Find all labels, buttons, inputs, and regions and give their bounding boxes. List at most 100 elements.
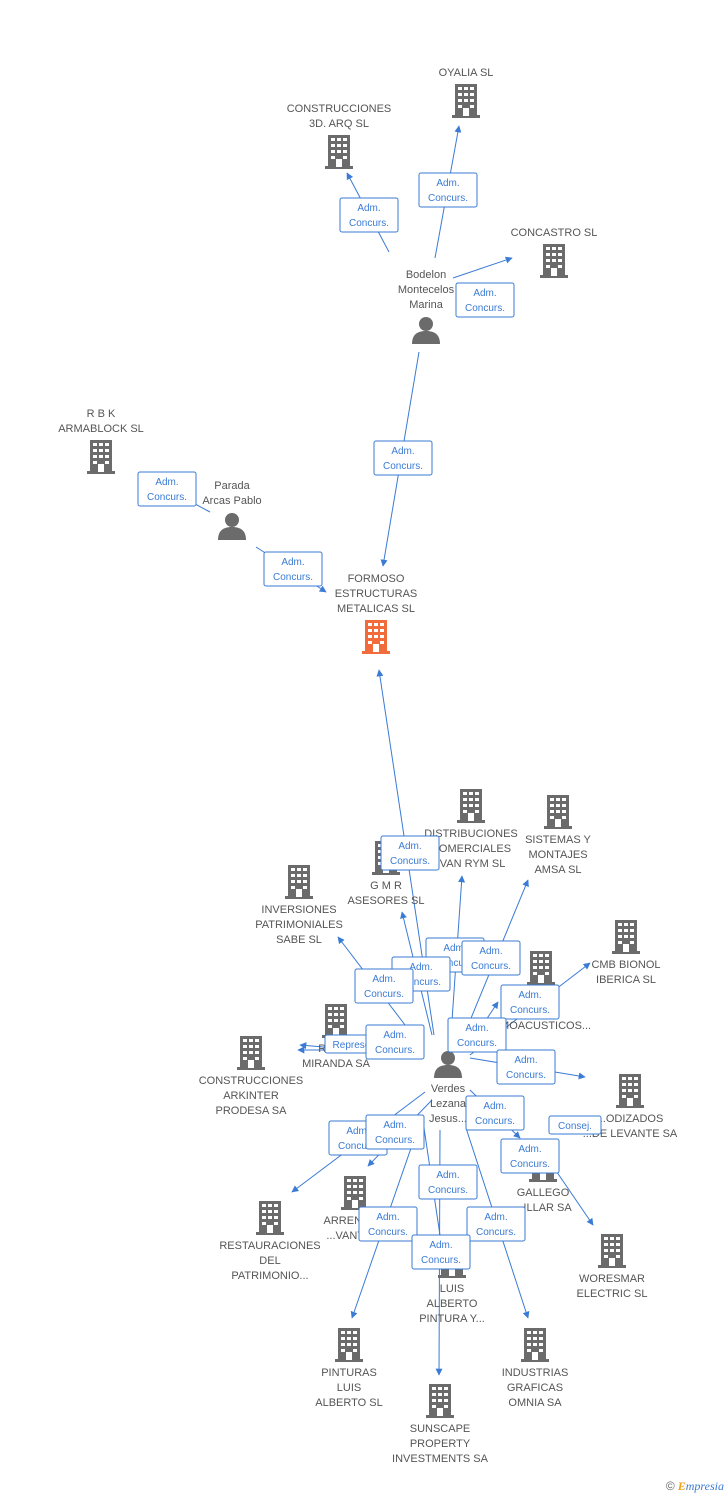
relation-text: Adm. bbox=[429, 1240, 452, 1251]
relation-label-adm[interactable]: Adm.Concurs. bbox=[354, 968, 414, 1004]
node-label: IBERICA SL bbox=[596, 974, 656, 986]
relation-label-adm[interactable]: Adm. Concurs. bbox=[137, 471, 197, 507]
relation-text: Concurs. bbox=[368, 1227, 408, 1238]
relation-label-adm[interactable]: Adm.Concurs. bbox=[365, 1114, 425, 1150]
relation-box bbox=[455, 282, 515, 318]
node-label: MONTAJES bbox=[528, 849, 587, 861]
relation-text: Consej. bbox=[558, 1121, 592, 1132]
node-label: DISTRIBUCIONES bbox=[424, 828, 518, 840]
node-label: OMNIA SA bbox=[508, 1397, 562, 1409]
edge-bodelon-concastro bbox=[452, 256, 513, 279]
building-icon bbox=[527, 951, 555, 985]
relation-labels-layer: Adm. Concurs. Adm. Concurs. Adm. Concurs. Adm.… bbox=[137, 172, 602, 1270]
node-concastro[interactable]: CONCASTRO SL bbox=[511, 227, 598, 278]
relation-box bbox=[373, 440, 433, 476]
node-label: Verdes bbox=[431, 1083, 466, 1095]
relation-label-adm[interactable]: Adm.Concurs. bbox=[418, 1164, 478, 1200]
relation-box bbox=[358, 1206, 418, 1242]
node-label: SABE SL bbox=[276, 934, 322, 946]
relation-label-adm[interactable]: Adm.Concurs. bbox=[373, 440, 433, 476]
node-label: ...DE LEVANTE SA bbox=[583, 1128, 678, 1140]
node-label: PATRIMONIALES bbox=[255, 919, 343, 931]
relation-box bbox=[418, 172, 478, 208]
node-restauraciones[interactable]: RESTAURACIONESDELPATRIMONIO... bbox=[219, 1201, 321, 1282]
empresia-watermark[interactable]: © Empresia bbox=[666, 1479, 724, 1494]
relation-label-adm[interactable]: Adm.Concurs. bbox=[465, 1095, 525, 1131]
node-verdes[interactable]: VerdesLezanaJesus... bbox=[429, 1051, 467, 1125]
relation-label-adm[interactable]: Adm.Concurs. bbox=[339, 197, 399, 233]
relation-label-adm[interactable]: Adm.Concurs. bbox=[461, 940, 521, 976]
relation-label-adm[interactable]: Adm.Concurs. bbox=[496, 1049, 556, 1085]
node-label: Arcas Pablo bbox=[202, 495, 261, 507]
node-label: GRAFICAS bbox=[507, 1382, 563, 1394]
relation-box bbox=[496, 1049, 556, 1085]
relation-text: Adm. bbox=[473, 288, 496, 299]
relation-box bbox=[365, 1114, 425, 1150]
relation-text: Concurs. bbox=[375, 1045, 415, 1056]
relation-box bbox=[548, 1115, 602, 1135]
node-label: OYALIA SL bbox=[439, 67, 494, 79]
node-label: AMSA SL bbox=[534, 864, 581, 876]
relation-label-adm[interactable]: Adm. Concurs. bbox=[358, 1206, 418, 1242]
relation-text: Adm. bbox=[518, 990, 541, 1001]
building-icon bbox=[341, 1176, 369, 1210]
relation-label-adm[interactable]: Adm.Concurs. bbox=[263, 551, 323, 587]
building-icon bbox=[457, 789, 485, 823]
relation-text: Concurs. bbox=[273, 572, 313, 583]
node-label: 3D. ARQ SL bbox=[309, 118, 369, 130]
relation-text: Concurs. bbox=[147, 492, 187, 503]
relation-label-adm[interactable]: Adm.Concurs. bbox=[411, 1234, 471, 1270]
node-label: IVAN RYM SL bbox=[437, 858, 506, 870]
node-label: ESTRUCTURAS bbox=[335, 588, 418, 600]
relation-label-adm[interactable]: Adm.Concurs. bbox=[500, 1138, 560, 1174]
relation-text: Adm. bbox=[398, 841, 421, 852]
node-oyalia[interactable]: OYALIA SL bbox=[439, 67, 494, 118]
relation-label-adm[interactable]: Adm.Concurs. bbox=[365, 1024, 425, 1060]
relation-text: Adm. bbox=[518, 1144, 541, 1155]
relation-text: Concurs. bbox=[435, 958, 475, 969]
relation-text: Adm. bbox=[155, 477, 178, 488]
relation-text: Adm. bbox=[376, 1212, 399, 1223]
node-anodizados[interactable]: ...ODIZADOS...DE LEVANTE SA bbox=[583, 1074, 678, 1140]
relation-text: Concurs. bbox=[506, 1070, 546, 1081]
node-distribuciones[interactable]: DISTRIBUCIONES COMERCIALES IVAN RYM SL bbox=[424, 789, 518, 870]
relation-label-adm[interactable]: Adm.Concurs. bbox=[418, 172, 478, 208]
node-label: CONCASTRO SL bbox=[511, 227, 598, 239]
relation-box bbox=[354, 968, 414, 1004]
relation-label-adm[interactable]: Adm.Concurs. bbox=[466, 1206, 526, 1242]
building-icon bbox=[237, 1036, 265, 1070]
relation-label-adm[interactable]: Adm. Concurs. bbox=[500, 984, 560, 1020]
relation-box bbox=[339, 197, 399, 233]
relation-label-adm[interactable]: Adm.Concurs. bbox=[380, 835, 440, 871]
relation-text: Adm. bbox=[346, 1126, 369, 1137]
relation-text: Concurs. bbox=[475, 1116, 515, 1127]
relation-text: Concurs. bbox=[383, 461, 423, 472]
relation-label-adm[interactable]: Adm.Concurs. bbox=[455, 282, 515, 318]
node-label: ...MOACUSTICOS... bbox=[491, 1020, 591, 1032]
node-label: Montecelos bbox=[398, 284, 455, 296]
brand-name: mpresia bbox=[685, 1479, 724, 1493]
relation-label-adm[interactable]: Adm.Concurs. bbox=[447, 1017, 507, 1053]
node-label: Parada bbox=[214, 480, 250, 492]
relation-label-consej[interactable]: Consej. bbox=[548, 1115, 602, 1135]
node-label: Jesus... bbox=[429, 1113, 467, 1125]
node-gallego[interactable]: GALLEGO...ILLAR SA bbox=[514, 1148, 572, 1214]
relation-text: Concurs. bbox=[510, 1005, 550, 1016]
node-label: COMERCIALES bbox=[431, 843, 511, 855]
